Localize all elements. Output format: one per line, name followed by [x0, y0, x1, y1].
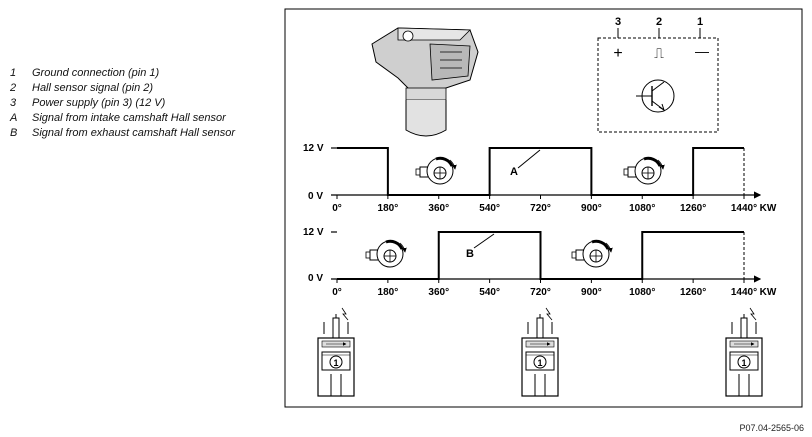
x-tick-label: 720° — [530, 203, 551, 214]
legend-item: A Signal from intake camshaft Hall senso… — [10, 111, 280, 126]
x-tick-label: 1080° — [629, 203, 655, 214]
x-tick-label: 0° — [332, 203, 342, 214]
signal-b-high-label: 12 V — [303, 227, 324, 238]
cylinder-icon — [318, 308, 354, 396]
legend-key: 2 — [10, 82, 17, 94]
legend-text: Ground connection (pin 1) — [32, 67, 160, 79]
signal-b-waveform — [337, 231, 744, 280]
x-tick-label: 180° — [378, 287, 399, 298]
cylinder-illustrations: 1 1 1 — [318, 308, 762, 396]
intake-camshaft-wheel-icon — [624, 158, 663, 184]
signal-b-chart: 12 V 0 V 0° 180° 360° 540° 720° 900° 1080° 1260… — [303, 227, 777, 298]
pulse-symbol: ⎍ — [654, 45, 664, 61]
plus-symbol: + — [613, 45, 622, 62]
legend-key: B — [10, 127, 18, 139]
transistor-icon — [636, 79, 675, 113]
pin-label-3: 3 — [615, 16, 621, 28]
minus-symbol: — — [695, 43, 709, 59]
figure-id: P07.04-2565-06 — [739, 423, 804, 433]
cylinder-number: 1 — [741, 358, 746, 368]
cylinder-icon — [522, 308, 558, 396]
hall-sensor-illustration — [371, 27, 479, 137]
x-tick-label: 540° — [479, 203, 500, 214]
cylinder-icon — [726, 308, 762, 396]
legend-text: Hall sensor signal (pin 2) — [32, 82, 154, 94]
cylinder-number: 1 — [537, 358, 542, 368]
exhaust-camshaft-wheel-icon — [572, 241, 611, 267]
x-tick-label: 900° — [581, 203, 602, 214]
intake-camshaft-wheel-icon — [416, 158, 455, 184]
cylinder-number: 1 — [333, 358, 338, 368]
signal-a-high-label: 12 V — [303, 143, 324, 154]
legend-text: Power supply (pin 3) (12 V) — [32, 97, 166, 109]
x-tick-label: 1440° — [731, 287, 757, 298]
exhaust-camshaft-wheel-icon — [366, 241, 405, 267]
legend-item: B Signal from exhaust camshaft Hall sens… — [10, 126, 280, 141]
circuit-symbol: 3 2 1 + ⎍ — — [597, 16, 719, 133]
x-tick-label: 900° — [581, 287, 602, 298]
signal-a-chart: 12 V 0 V 0° 180° 360° 540° 720° 900° 1080° 1260… — [303, 143, 777, 214]
signal-b-label: B — [466, 248, 474, 260]
legend-item: 3 Power supply (pin 3) (12 V) — [10, 96, 280, 111]
signal-a-label: A — [510, 166, 518, 178]
x-tick-label: 1260° — [680, 203, 706, 214]
x-tick-label: 360° — [428, 203, 449, 214]
signal-a-waveform — [337, 147, 744, 196]
x-tick-label: 360° — [428, 287, 449, 298]
x-tick-label: 0° — [332, 287, 342, 298]
x-tick-label: 720° — [530, 287, 551, 298]
pin-label-2: 2 — [656, 16, 662, 28]
signal-a-low-label: 0 V — [308, 191, 323, 202]
legend-item: 1 Ground connection (pin 1) — [10, 66, 280, 81]
diagram-border — [284, 8, 803, 408]
x-tick-label: 180° — [378, 203, 399, 214]
x-tick-label: 540° — [479, 287, 500, 298]
legend-key: 3 — [10, 97, 17, 109]
legend-key: A — [10, 112, 18, 124]
x-tick-label: 1260° — [680, 287, 706, 298]
signal-b-low-label: 0 V — [308, 273, 323, 284]
legend-text: Signal from exhaust camshaft Hall sensor — [32, 127, 235, 139]
legend-key: 1 — [10, 67, 17, 79]
signal-a-axis-unit: KW — [760, 203, 777, 214]
pin-label-1: 1 — [697, 16, 703, 28]
signal-b-axis-unit: KW — [760, 287, 777, 298]
legend-item: 2 Hall sensor signal (pin 2) — [10, 81, 280, 96]
x-tick-label: 1440° — [731, 203, 757, 214]
legend: 1 Ground connection (pin 1) 2 Hall senso… — [10, 66, 280, 141]
x-tick-label: 1080° — [629, 287, 655, 298]
legend-text: Signal from intake camshaft Hall sensor — [32, 112, 226, 124]
